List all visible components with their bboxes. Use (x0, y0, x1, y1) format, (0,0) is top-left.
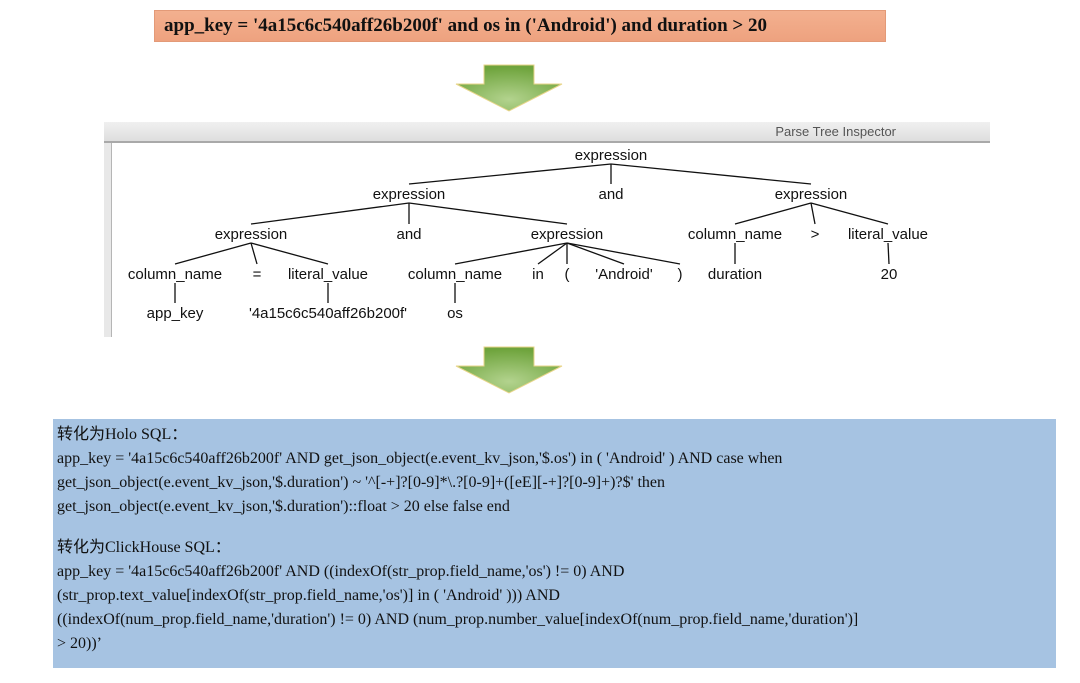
holo-sql-line: get_json_object(e.event_kv_json,'$.durat… (57, 474, 666, 491)
tree-canvas (112, 143, 990, 337)
clickhouse-sql-line: ((indexOf(num_prop.field_name,'duration'… (57, 611, 859, 628)
sql-translation-panel: 转化为Holo SQL： app_key = '4a15c6c540aff26b… (53, 419, 1056, 668)
holo-sql-line: app_key = '4a15c6c540aff26b200f' AND get… (57, 450, 783, 467)
window-titlebar[interactable]: Parse Tree Inspector (104, 122, 990, 143)
window-title: Parse Tree Inspector (775, 124, 896, 139)
holo-sql-heading: 转化为Holo SQL： (57, 426, 188, 443)
clickhouse-sql-line: (str_prop.text_value[indexOf(str_prop.fi… (57, 587, 560, 604)
down-arrow-icon (454, 346, 564, 394)
holo-sql-line: get_json_object(e.event_kv_json,'$.durat… (57, 498, 510, 515)
source-query: app_key = '4a15c6c540aff26b200f' and os … (154, 10, 886, 42)
window-left-border (104, 143, 112, 337)
down-arrow-icon (454, 64, 564, 112)
clickhouse-sql-line: app_key = '4a15c6c540aff26b200f' AND ((i… (57, 563, 625, 580)
clickhouse-sql-line: > 20))’ (57, 635, 103, 652)
clickhouse-sql-heading: 转化为ClickHouse SQL： (57, 539, 231, 556)
parse-tree-inspector-window: Parse Tree Inspector (104, 122, 990, 337)
